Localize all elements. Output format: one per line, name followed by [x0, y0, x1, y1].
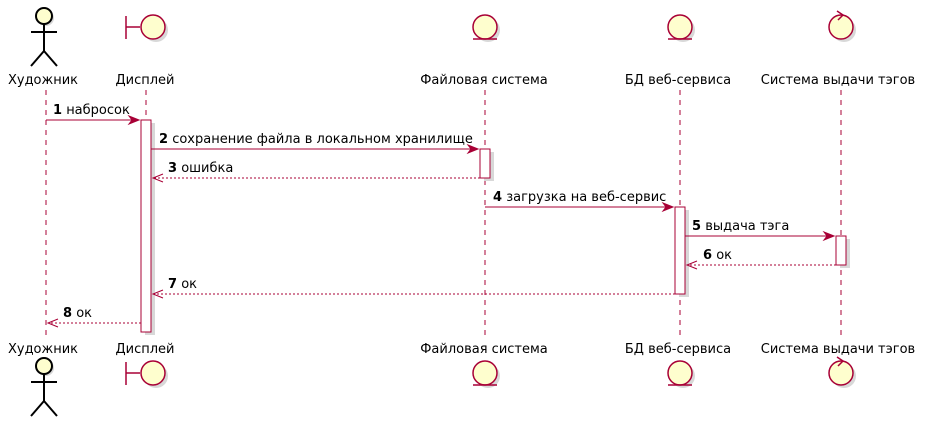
activation-db [674, 206, 686, 295]
participant-label: Дисплей [115, 73, 174, 88]
participant-label: Файловая система [420, 73, 548, 88]
svg-text:2 сохранение файла в локальном: 2 сохранение файла в локальном хранилище [159, 132, 473, 147]
message-6: 6 ок [685, 248, 836, 270]
participant-label: Система выдачи тэгов [761, 73, 915, 88]
boundary-icon [125, 360, 168, 388]
entity-icon [667, 14, 695, 42]
actor-icon [30, 7, 58, 67]
message-7: 7 ок [151, 277, 675, 299]
boundary-icon [125, 14, 168, 42]
control-icon [828, 10, 856, 42]
message-number: 4 [493, 190, 502, 205]
svg-text:6 ок: 6 ок [703, 248, 732, 263]
participants-top: Художник Дисплей Файловая система БД веб… [8, 7, 915, 88]
activation-tags [835, 235, 847, 266]
message-number: 6 [703, 248, 712, 263]
message-label: сохранение файла в локальном хранилище [172, 132, 473, 147]
svg-text:5 выдача тэга: 5 выдача тэга [692, 219, 789, 234]
message-number: 1 [53, 103, 62, 118]
message-number: 3 [168, 161, 177, 176]
activation-display [140, 119, 152, 333]
entity-icon [472, 360, 500, 388]
actor-icon [30, 357, 58, 417]
entity-icon [472, 14, 500, 42]
message-number: 7 [168, 277, 177, 292]
message-label: ок [76, 306, 92, 321]
message-label: загрузка на веб-сервис [506, 190, 666, 205]
entity-icon [667, 360, 695, 388]
participant-label: Дисплей [115, 342, 174, 357]
control-icon [828, 356, 856, 388]
participants-bottom: Художник Дисплей Файловая система БД веб… [8, 342, 915, 417]
participant-label: Художник [8, 73, 78, 88]
message-label: выдача тэга [705, 219, 789, 234]
lifelines [45, 90, 842, 338]
message-number: 2 [159, 132, 168, 147]
svg-text:4 загрузка на веб-сервис: 4 загрузка на веб-сервис [493, 190, 666, 205]
participant-label: БД веб-сервиса [625, 73, 731, 88]
svg-text:3 ошибка: 3 ошибка [168, 161, 233, 176]
message-4: 4 загрузка на веб-сервис [485, 190, 675, 213]
message-3: 3 ошибка [151, 161, 480, 183]
participant-label: Файловая система [420, 342, 548, 357]
svg-text:7 ок: 7 ок [168, 277, 197, 292]
message-2: 2 сохранение файла в локальном хранилище [151, 132, 480, 155]
messages: 1 набросок 2 сохранение файла в локально… [46, 103, 836, 328]
svg-text:1 набросок: 1 набросок [53, 103, 130, 118]
message-8: 8 ок [46, 306, 141, 328]
message-label: набросок [66, 103, 130, 118]
participant-label: Система выдачи тэгов [761, 342, 915, 357]
message-label: ок [716, 248, 732, 263]
activations [140, 119, 850, 335]
message-number: 8 [63, 306, 72, 321]
participant-label: БД веб-сервиса [625, 342, 731, 357]
message-number: 5 [692, 219, 701, 234]
svg-text:8 ок: 8 ок [63, 306, 92, 321]
message-1: 1 набросок [46, 103, 141, 126]
message-5: 5 выдача тэга [685, 219, 836, 242]
message-label: ошибка [181, 161, 233, 176]
message-label: ок [181, 277, 197, 292]
participant-label: Художник [8, 342, 78, 357]
activation-fs [479, 148, 491, 179]
